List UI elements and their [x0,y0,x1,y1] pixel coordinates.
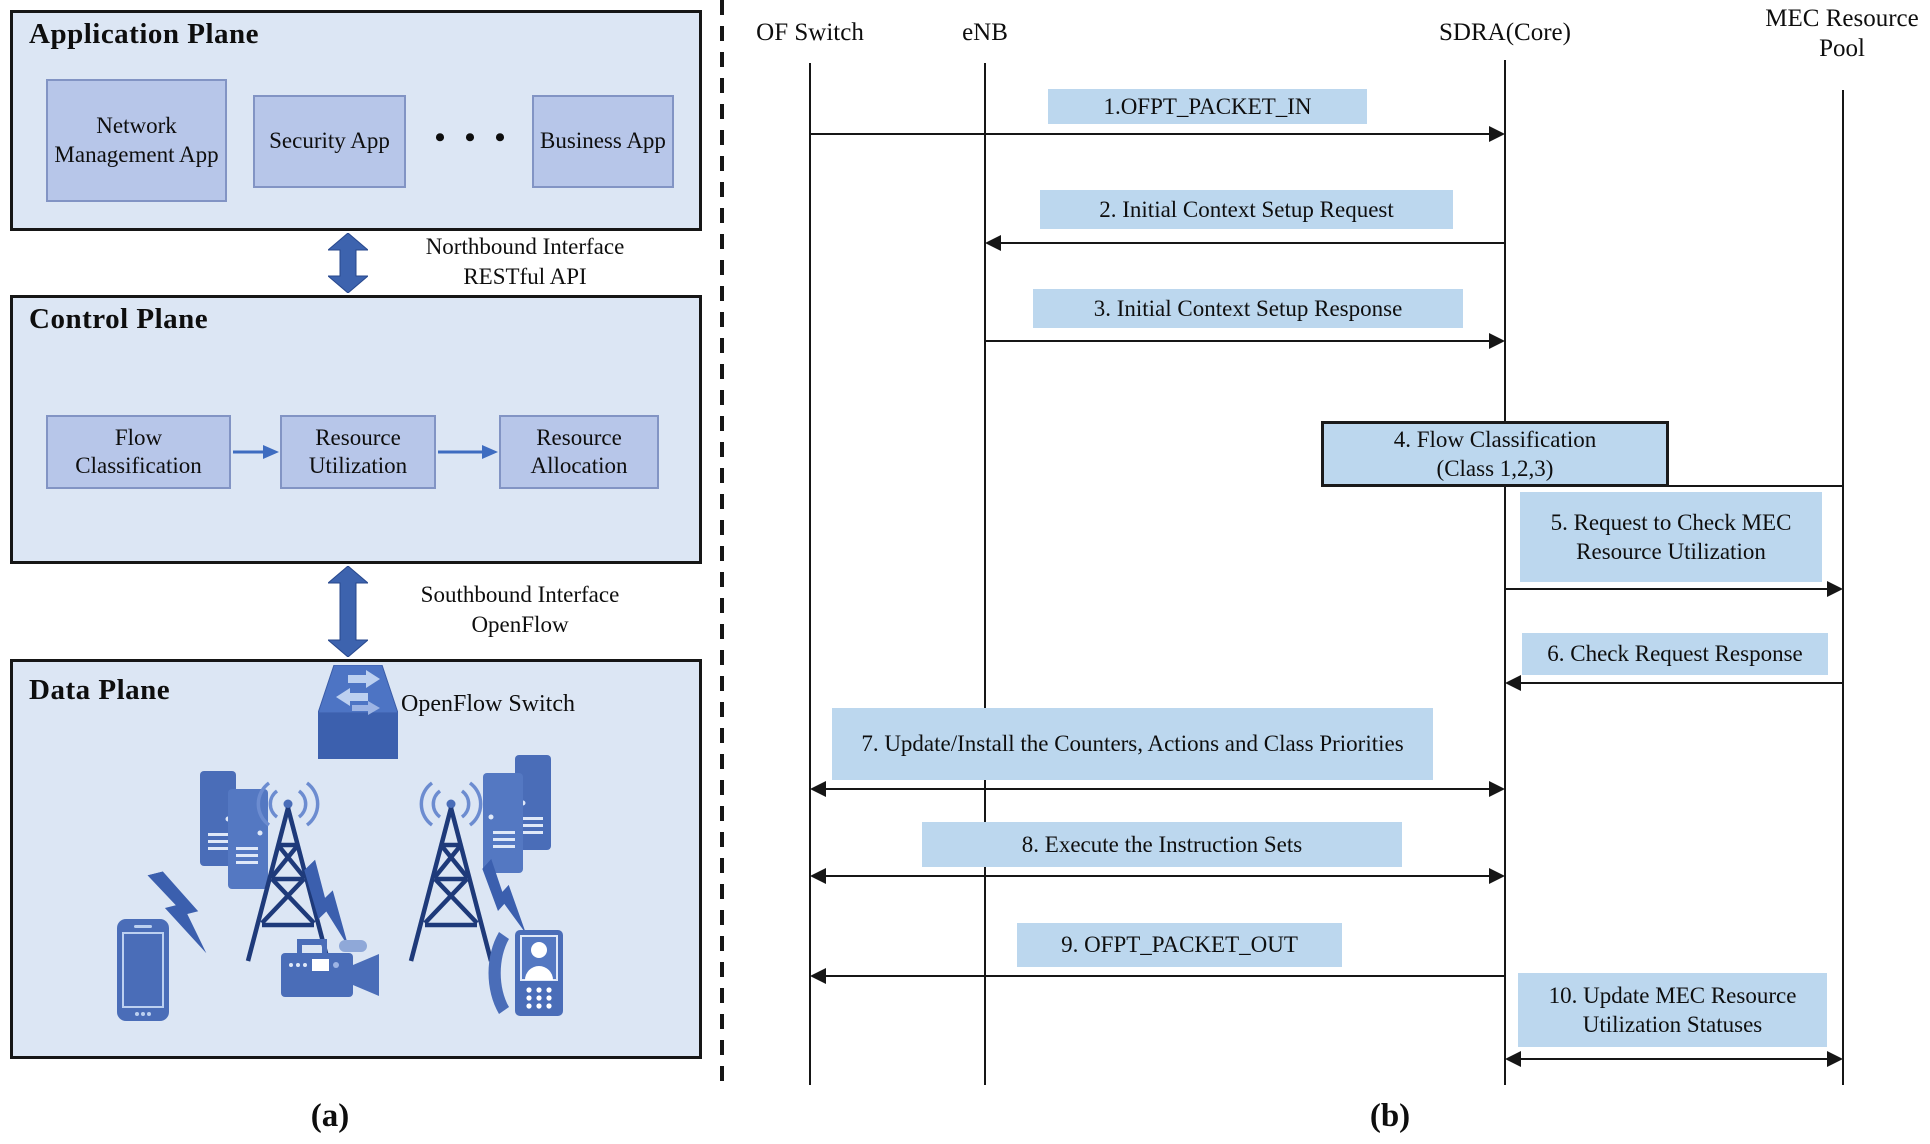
security-app-box: Security App [253,95,406,188]
resource-allocation-box: Resource Allocation [499,415,659,489]
northbound-line2: RESTful API [463,264,587,289]
arrowhead-left [1505,675,1521,691]
message-label: 8. Execute the Instruction Sets [922,822,1402,867]
right-arrow-icon [233,445,279,459]
arrowhead-right [1827,581,1843,597]
business-app-box: Business App [532,95,674,188]
panel-a-label: (a) [310,1098,350,1134]
connector-line [1669,485,1843,487]
message-arrow-line [1505,588,1833,590]
message-arrow-line [985,340,1495,342]
southbound-line1: Southbound Interface [420,582,620,608]
cell-tower-icon [408,781,494,962]
openflow-switch-icon [318,665,398,759]
message-arrow-line [1515,682,1843,684]
arrowhead-left [985,235,1001,251]
cell-tower-icon [245,781,331,962]
action-step-line1: 4. Flow Classification [1393,426,1597,452]
arrowhead-left [810,968,826,984]
message-label: 9. OFPT_PACKET_OUT [1017,923,1342,967]
panel-b-label: (b) [1369,1098,1411,1134]
southbound-line2: OpenFlow [471,612,569,637]
resource-utilization-box: Resource Utilization [280,415,436,489]
northbound-double-arrow-icon [328,233,368,293]
arrowhead-left [1505,1051,1521,1067]
northbound-interface-label: Northbound Interface RESTful API [400,234,650,290]
lifeline [1504,60,1506,1085]
ellipsis-dots: • • • [434,121,512,154]
lightning-bolt-icon [482,858,527,934]
message-label: 3. Initial Context Setup Response [1033,289,1463,328]
actor-label: SDRA(Core) [1439,19,1571,46]
server-rack-icon [483,755,551,873]
control-plane-box: Control Plane Flow Classification Resour… [10,295,702,564]
data-plane-title: Data Plane [29,674,171,706]
smartphone-icon [117,919,169,1021]
message-label: 10. Update MEC Resource Utilization Stat… [1518,973,1827,1047]
lifeline [1842,90,1844,1085]
message-arrow-line [995,242,1505,244]
arrowhead-left [810,781,826,797]
network-management-app-box: Network Management App [46,79,227,202]
lifeline [809,63,811,1085]
message-arrow-line [820,975,1505,977]
actor-label: OF Switch [756,19,864,46]
video-camera-icon [281,939,379,997]
arrowhead-right [1489,333,1505,349]
message-arrow-line [1515,1058,1833,1060]
right-arrow-icon [438,445,498,459]
message-label: 6. Check Request Response [1522,633,1828,675]
arrowhead-right [1489,126,1505,142]
flow-classification-box: Flow Classification [46,415,231,489]
lightning-bolt-icon [147,871,207,954]
openflow-switch-label: OpenFlow Switch [401,690,575,717]
message-label: 2. Initial Context Setup Request [1040,190,1453,229]
arrowhead-left [810,868,826,884]
message-label: 1.OFPT_PACKET_IN [1048,89,1367,124]
data-plane-box: Data Plane OpenFlow Switch [10,659,702,1059]
message-arrow-line [820,788,1495,790]
message-label: 7. Update/Install the Counters, Actions … [832,708,1433,780]
action-step-line2: (Class 1,2,3) [1436,456,1554,481]
action-step-box: 4. Flow Classification (Class 1,2,3) [1321,421,1669,487]
arrowhead-right [1489,781,1505,797]
application-plane-title: Application Plane [29,18,260,50]
message-label: 5. Request to Check MEC Resource Utiliza… [1520,492,1822,582]
arrowhead-right [1827,1051,1843,1067]
lightning-bolt-icon [304,859,349,947]
arrowhead-right [1489,868,1505,884]
actor-label: eNB [962,19,1008,46]
message-arrow-line [820,875,1495,877]
northbound-line1: Northbound Interface [425,234,625,260]
southbound-double-arrow-icon [328,566,368,657]
control-plane-title: Control Plane [29,303,209,335]
lifeline [984,63,986,1085]
message-arrow-line [810,133,1495,135]
video-phone-icon [488,930,563,1016]
southbound-interface-label: Southbound Interface OpenFlow [395,582,645,638]
server-rack-icon [200,771,268,889]
application-plane-box: Application Plane Network Management App… [10,10,702,231]
panel-divider [720,0,724,1085]
actor-label: MEC Resource Pool [1765,5,1919,62]
